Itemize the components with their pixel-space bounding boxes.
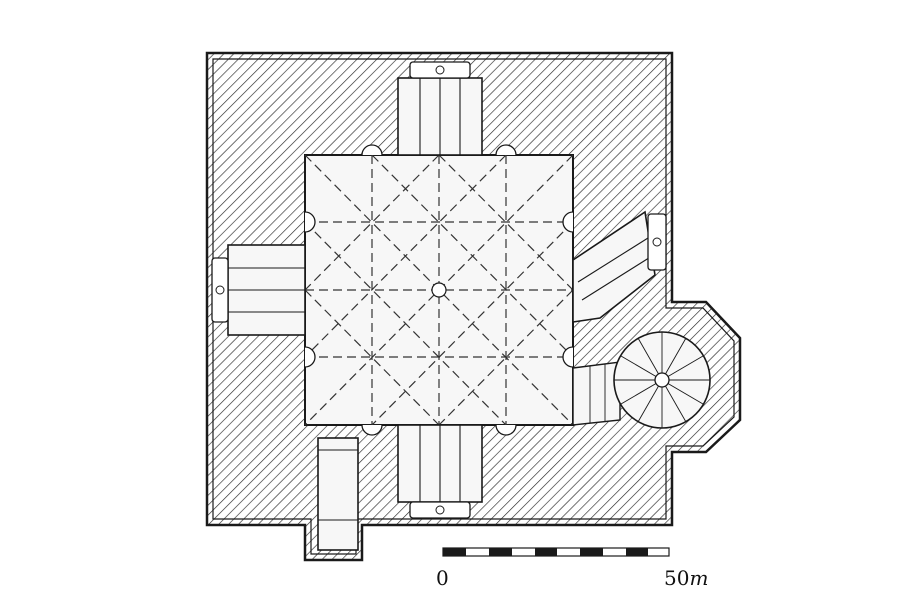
scale-end-value: 50 <box>664 566 690 590</box>
scale-start-label: 0 <box>436 566 449 590</box>
central-vaulted-hall <box>304 154 574 426</box>
north-portal <box>397 61 483 156</box>
east-passage <box>572 210 667 323</box>
west-portal <box>211 244 306 336</box>
scale-unit: m <box>689 566 709 590</box>
central-column <box>431 282 447 298</box>
scale-bar <box>442 547 670 557</box>
wall-pilasters <box>304 144 574 436</box>
south-portal <box>397 424 483 519</box>
spiral-staircase <box>572 331 711 429</box>
southwest-stair-passage <box>317 437 359 551</box>
scale-end-label: 50m <box>664 566 708 590</box>
outer-wall-inner-line <box>212 58 735 555</box>
scale-start-value: 0 <box>436 566 449 590</box>
